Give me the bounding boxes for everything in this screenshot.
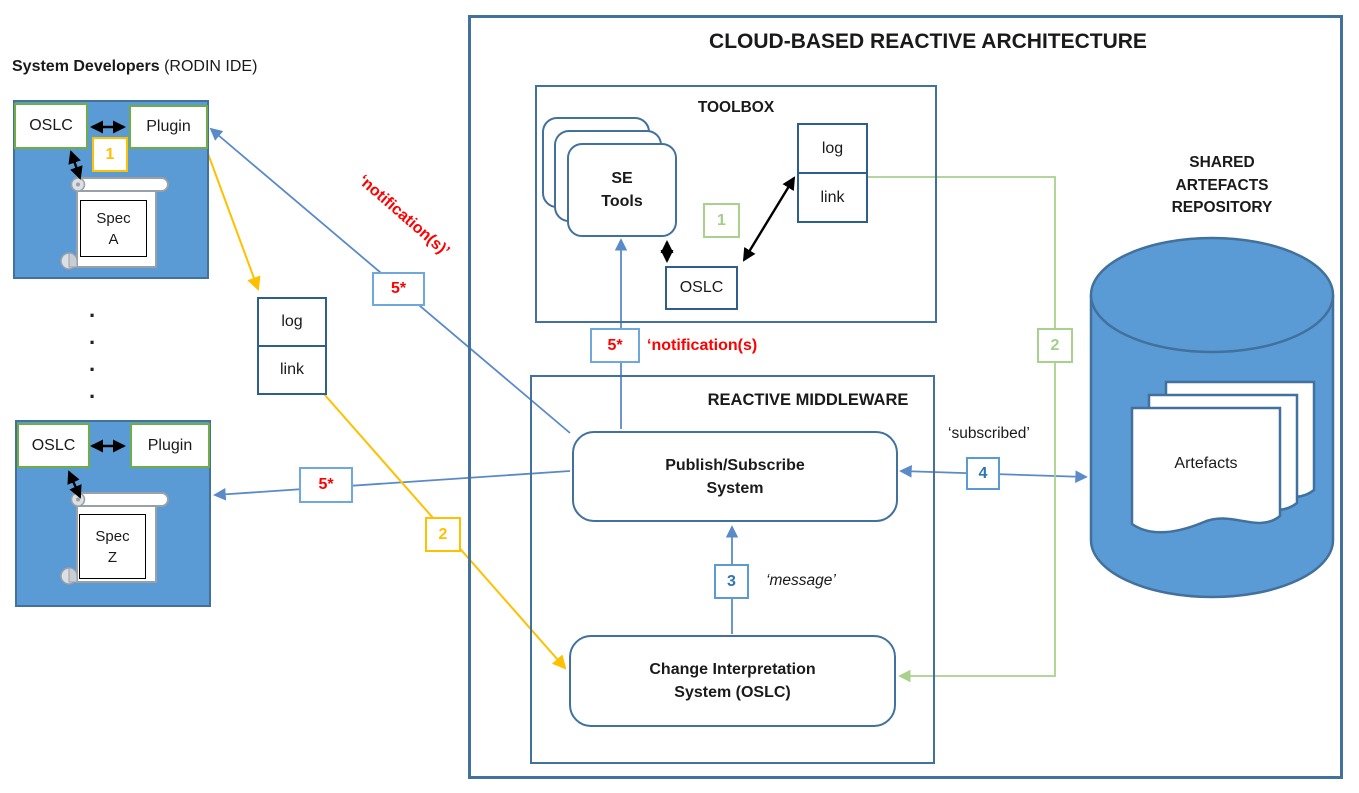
link-label: link	[279, 361, 304, 378]
badge-2-yellow: 2	[425, 517, 461, 552]
rodin-ide-label: (RODIN IDE)	[159, 58, 258, 75]
spec-a-line2: A	[108, 230, 119, 248]
spec-z-box: Spec Z	[79, 514, 146, 579]
system-developers-label: System Developers	[12, 58, 160, 75]
cis-line2: System (OSLC)	[674, 684, 791, 701]
notification-label-middleware: ‘notification(s)	[647, 337, 758, 354]
log-cell: log	[259, 299, 325, 347]
badge-3: 3	[714, 564, 749, 599]
left-panel-heading: System Developers (RODIN IDE)	[12, 58, 257, 76]
cloud-architecture-title: CLOUD-BASED REACTIVE ARCHITECTURE	[709, 30, 1147, 53]
spec-a-box: Spec A	[80, 200, 147, 257]
pubsub-line1: Publish/Subscribe	[665, 456, 805, 474]
badge-2-green: 2	[1037, 328, 1073, 363]
change-interpretation-system: Change Interpretation System (OSLC)	[569, 635, 896, 727]
badge-1-toolbox: 1	[703, 203, 740, 238]
badge-4: 4	[966, 457, 1000, 490]
artefacts-label: Artefacts	[1174, 455, 1238, 472]
link-cell: link	[259, 347, 325, 393]
badge-1-dev-a: 1	[92, 137, 128, 172]
spec-z-line1: Spec	[95, 527, 130, 545]
badge-5-top: 5*	[372, 272, 425, 306]
toolbox-oslc-box: OSLC	[665, 266, 738, 310]
se-tools-card-front: SE Tools	[567, 143, 677, 237]
artefacts-pages	[1130, 380, 1316, 534]
message-label: ‘message’	[766, 572, 836, 589]
middleware-title: REACTIVE MIDDLEWARE	[707, 391, 909, 409]
log-label: log	[821, 139, 844, 157]
se-tools-line1: SE	[611, 170, 633, 187]
log-label: log	[281, 313, 303, 330]
dev-a-oslc-box: OSLC	[14, 103, 88, 149]
dev-z-oslc-label: OSLC	[31, 436, 76, 454]
toolbox-title: TOOLBOX	[697, 99, 775, 116]
dev-a-plugin-label: Plugin	[146, 118, 191, 135]
toolbox-oslc-label: OSLC	[679, 279, 724, 296]
subscribed-label: ‘subscribed’	[948, 425, 1030, 442]
spec-a-line1: Spec	[96, 209, 131, 227]
badge-5-left: 5*	[299, 467, 353, 503]
badge-5-middleware: 5*	[590, 328, 640, 363]
log-link-box-toolbox: log link	[797, 123, 868, 223]
dev-z-plugin-box: Plugin	[130, 423, 210, 468]
dev-a-plugin-box: Plugin	[129, 105, 208, 149]
dev-z-plugin-label: Plugin	[147, 436, 193, 454]
link-cell: link	[799, 174, 866, 221]
notification-label-diagonal: ‘notification(s)’	[354, 172, 453, 261]
spec-z-line2: Z	[107, 548, 118, 566]
publish-subscribe-system: Publish/Subscribe System	[572, 431, 898, 522]
link-label: link	[820, 188, 845, 206]
repository-title: SHARED ARTEFACTS REPOSITORY	[1122, 152, 1322, 220]
cis-line1: Change Interpretation	[649, 661, 816, 678]
dev-a-oslc-label: OSLC	[29, 117, 73, 134]
dev-z-oslc-box: OSLC	[17, 423, 90, 468]
repository-title-line3: REPOSITORY	[1171, 199, 1273, 216]
log-cell: log	[799, 125, 866, 174]
repository-title-line2: ARTEFACTS	[1175, 176, 1269, 194]
log-link-box-left: log link	[257, 297, 327, 395]
repository-title-line1: SHARED	[1189, 154, 1255, 171]
pubsub-line2: System	[706, 479, 764, 497]
ellipsis-dots: · · · ·	[89, 303, 97, 409]
se-tools-line2: Tools	[601, 193, 643, 210]
